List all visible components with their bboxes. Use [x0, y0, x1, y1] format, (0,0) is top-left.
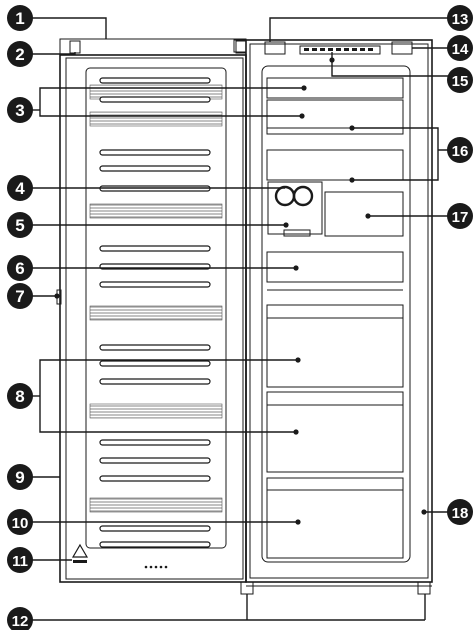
callout-6: 6 — [7, 255, 33, 281]
small-compartment — [325, 192, 403, 236]
foot-left — [241, 582, 253, 594]
svg-text:4: 4 — [15, 179, 25, 198]
svg-text:16: 16 — [452, 143, 469, 160]
svg-text:6: 6 — [15, 259, 24, 278]
display-keys — [304, 48, 373, 51]
callout-15: 15 — [447, 67, 473, 93]
door — [57, 39, 246, 582]
door-band-5 — [90, 404, 222, 418]
callout-12: 12 — [7, 607, 33, 630]
drawer-2 — [267, 252, 403, 282]
door-shelf-5a — [100, 440, 210, 445]
dots-indicator — [145, 566, 168, 569]
ice-tray-knob-1 — [276, 187, 294, 205]
leader-16-bracket — [352, 128, 438, 180]
cabinet-frame — [246, 40, 432, 582]
callout-8: 8 — [7, 383, 33, 409]
door-band-6 — [90, 498, 222, 512]
leader-3-bracket — [40, 88, 50, 116]
door-shelf-5c — [100, 476, 210, 481]
door-band-2 — [90, 112, 222, 126]
door-shelf-2b — [100, 166, 210, 171]
top-hinge-left — [70, 41, 80, 53]
callout-16: 16 — [447, 137, 473, 163]
shelf-area-1 — [267, 100, 403, 134]
svg-text:7: 7 — [15, 287, 24, 306]
svg-text:15: 15 — [452, 73, 469, 90]
callout-10: 10 — [7, 509, 33, 535]
recycle-triangle-icon — [73, 545, 87, 563]
door-shelf-1a — [100, 78, 210, 83]
door-band-4 — [90, 306, 222, 320]
callout-13: 13 — [447, 5, 473, 31]
door-top-strip — [60, 39, 246, 55]
callout-2: 2 — [7, 41, 33, 67]
svg-text:13: 13 — [452, 11, 469, 28]
callout-18: 18 — [447, 499, 473, 525]
svg-text:3: 3 — [15, 101, 24, 120]
svg-text:5: 5 — [15, 216, 24, 235]
door-shelf-3c — [100, 282, 210, 287]
cabinet-liner — [262, 66, 410, 562]
leader-2 — [28, 52, 75, 54]
door-shelf-1b — [100, 97, 210, 102]
callout-4: 4 — [7, 175, 33, 201]
svg-text:18: 18 — [452, 505, 469, 522]
svg-text:12: 12 — [12, 613, 29, 630]
svg-text:1: 1 — [15, 9, 24, 28]
svg-text:2: 2 — [15, 45, 24, 64]
door-band-3 — [90, 204, 222, 218]
callout-7: 7 — [7, 283, 33, 309]
svg-text:8: 8 — [15, 387, 24, 406]
door-shelf-4b — [100, 361, 210, 366]
drawer-3 — [267, 305, 403, 387]
leader-1 — [28, 18, 106, 39]
callout-3: 3 — [7, 97, 33, 123]
shelf-area-2 — [267, 150, 403, 180]
svg-text:9: 9 — [15, 468, 24, 487]
door-shelf-6a — [100, 526, 210, 531]
leader-8-bracket — [40, 360, 50, 432]
door-shelf-4c — [100, 379, 210, 384]
door-shelf-5b — [100, 458, 210, 463]
foot-right — [418, 582, 430, 594]
callout-17: 17 — [447, 203, 473, 229]
callout-11: 11 — [7, 547, 33, 573]
leader-15 — [332, 52, 460, 76]
svg-text:17: 17 — [452, 209, 469, 226]
callout-1: 1 — [7, 5, 33, 31]
callout-9: 9 — [7, 464, 33, 490]
door-shelf-4a — [100, 345, 210, 350]
door-shelf-2a — [100, 150, 210, 155]
cabinet — [234, 40, 432, 594]
ice-maker — [268, 182, 322, 236]
callout-14: 14 — [447, 35, 473, 61]
top-hinge-right — [236, 41, 246, 53]
ice-bin — [284, 230, 310, 236]
svg-text:10: 10 — [12, 515, 29, 532]
callout-5: 5 — [7, 212, 33, 238]
door-shelf-3a — [100, 246, 210, 251]
svg-text:11: 11 — [12, 553, 28, 570]
door-shelf-6b — [100, 542, 210, 547]
leader-13 — [270, 18, 460, 42]
ice-tray-knob-2 — [294, 187, 312, 205]
svg-text:14: 14 — [452, 41, 469, 58]
cabinet-inner-frame — [250, 44, 428, 578]
